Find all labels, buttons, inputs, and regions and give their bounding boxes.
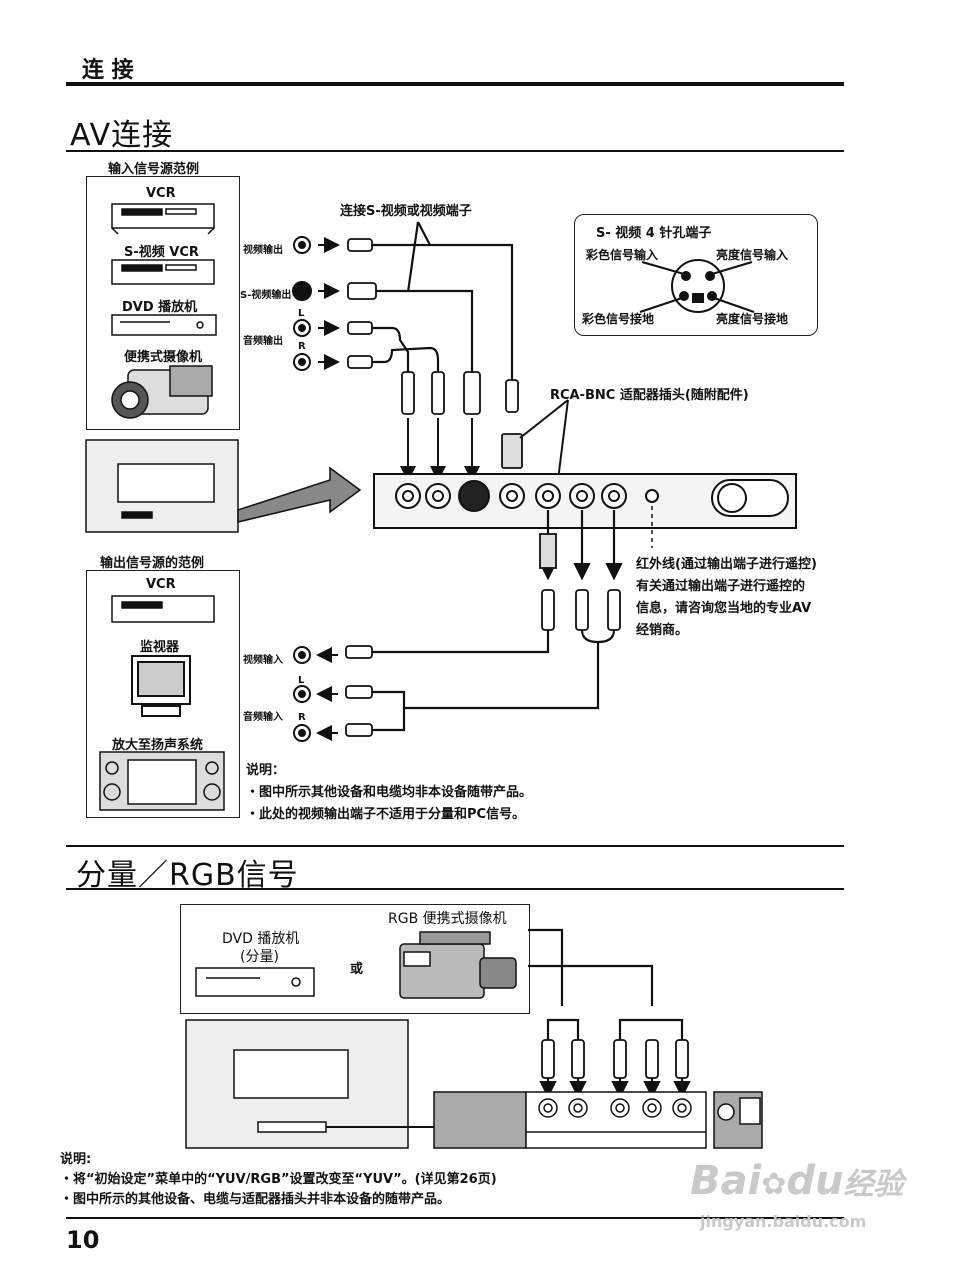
jack-label-right: 右	[534, 1121, 542, 1130]
input-device-vcr: VCR	[146, 186, 176, 201]
ir-note: 红外线(通过输出端子进行遥控) 有关通过输出端子进行遥控的 信息，请咨询您当地的…	[636, 554, 817, 642]
or-label: 或	[350, 962, 364, 977]
output-device-vcr: VCR	[146, 577, 176, 592]
ir-note-line-2: 有关通过输出端子进行遥控的	[636, 579, 806, 594]
input-device-svideo-vcr: S-视频 VCR	[124, 245, 199, 260]
video-out-label: 视频输出	[243, 245, 283, 256]
av-output-cables	[372, 510, 623, 732]
watermark-logo: Bai✿du经验	[690, 1158, 903, 1204]
svideo-pin-title: S- 视频 4 针孔端子	[596, 226, 712, 241]
rgb-section-top-rule	[66, 845, 844, 847]
output-devices-box	[86, 570, 240, 818]
header-rule	[66, 82, 844, 86]
dvd-label-2: (分量)	[240, 949, 279, 965]
input-device-dvd: DVD 播放机	[122, 300, 198, 315]
rgb-display-back	[185, 1019, 520, 1149]
rgb-section-rule	[66, 888, 844, 890]
watermark-brand2: du	[786, 1158, 844, 1204]
chroma-gnd-label: 彩色信号接地	[582, 312, 655, 326]
jack-label-pb: Pb/Cb/B	[634, 1120, 665, 1128]
av-terminal-panel	[373, 473, 797, 529]
jack-label-audio: 音频	[551, 1121, 567, 1130]
page-number: 10	[66, 1226, 100, 1254]
jack-label-pr: Pr/Cr/R	[603, 1120, 631, 1128]
av-note-1: ・图中所示其他设备和电缆均非本设备随带产品。	[246, 785, 533, 800]
rgb-note-2: ・图中所示的其他设备、电缆与适配器插头并非本设备的随带产品。	[60, 1192, 451, 1207]
video-in-label: 视频输入	[243, 655, 283, 666]
rgb-cables	[528, 928, 691, 1099]
chapter-title: 连 接	[82, 58, 134, 83]
audio-out-L-label: L	[298, 308, 305, 319]
connect-label: 连接S-视频或视频端子	[340, 204, 472, 219]
av-notes-title: 说明：	[246, 763, 286, 778]
paw-icon: ✿	[761, 1167, 787, 1202]
av-input-cables	[372, 221, 514, 390]
dvd-label-1: DVD 播放机	[222, 931, 300, 947]
input-device-camcorder: 便携式摄像机	[124, 350, 203, 365]
rgb-note-1: ・将“初始设定”菜单中的“YUV/RGB”设置改变至“YUV”。(详见第26页)	[60, 1172, 497, 1187]
av-section-rule	[66, 150, 844, 152]
camcorder-label: RGB 便携式摄像机	[388, 911, 507, 927]
watermark-suffix: 经验	[843, 1167, 904, 1202]
ir-note-line-4: 经销商。	[636, 623, 689, 638]
audio-in-label: 音频输入	[243, 712, 283, 723]
output-examples-title: 输出信号源的范例	[100, 556, 205, 571]
ir-note-line-1: 红外线(通过输出端子进行遥控)	[636, 557, 817, 572]
audio-out-R-label: R	[298, 341, 306, 352]
rgb-notes: 说明: ・将“初始设定”菜单中的“YUV/RGB”设置改变至“YUV”。(详见第…	[60, 1150, 497, 1210]
component-panel-label: 分量/RGB 输入	[584, 1139, 655, 1150]
input-plugs	[347, 238, 377, 369]
display-back-av	[85, 439, 362, 533]
dest-in-jacks	[293, 646, 338, 742]
output-device-monitor: 监视器	[140, 640, 180, 655]
footer-rule	[66, 1217, 844, 1219]
av-note-2: ・此处的视频输出端子不适用于分量和PC信号。	[246, 807, 526, 822]
jack-label-y: Y/G	[674, 1120, 690, 1129]
input-examples-title: 输入信号源范例	[108, 162, 200, 177]
ir-note-line-3: 信息，请咨询您当地的专业AV	[636, 601, 812, 616]
rgb-plugs	[541, 1039, 689, 1079]
chroma-in-label: 彩色信号输入	[586, 248, 659, 262]
jack-label-left: 左	[578, 1121, 586, 1130]
audio-in-R-label: R	[298, 712, 306, 723]
audio-out-label: 音频输出	[243, 336, 283, 347]
rca-bnc-label: RCA-BNC 适配器插头(随附配件)	[550, 388, 749, 403]
watermark-url: jingyan.baidu.com	[700, 1212, 867, 1231]
luma-in-label: 亮度信号输入	[716, 248, 789, 262]
rgb-notes-title: 说明:	[60, 1152, 92, 1167]
audio-in-L-label: L	[298, 675, 305, 686]
av-input-plug-ends	[401, 371, 523, 469]
svideo-out-label: S-视频输出	[240, 290, 292, 301]
watermark-brand: Bai	[690, 1158, 762, 1204]
output-device-amp: 放大至扬声系统	[112, 738, 204, 753]
luma-gnd-label: 亮度信号接地	[716, 312, 789, 326]
av-notes: 说明： ・图中所示其他设备和电缆均非本设备随带产品。 ・此处的视频输出端子不适用…	[246, 760, 532, 826]
rgb-section-title: 分量／RGB信号	[76, 858, 299, 893]
av-section-title: AV连接	[70, 118, 174, 153]
av-output-plugs	[345, 533, 621, 737]
down-arrows	[400, 399, 569, 529]
